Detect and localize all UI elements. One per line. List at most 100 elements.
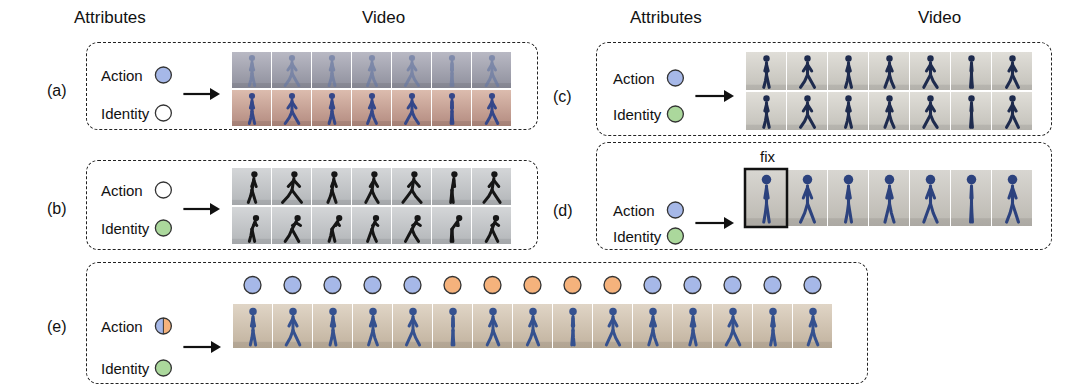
video-frame — [753, 304, 792, 348]
figure-limb — [249, 229, 252, 241]
figure-limb — [931, 188, 935, 198]
frame-floor — [992, 85, 1032, 90]
frame-floor — [787, 218, 827, 226]
frame-floor — [393, 342, 432, 348]
video-frame — [793, 304, 832, 348]
figure-head — [769, 308, 776, 315]
identity-circle — [667, 106, 683, 122]
frame-background — [273, 304, 312, 348]
figure-limb — [801, 115, 808, 128]
frame-background — [432, 52, 471, 88]
frame-background — [272, 207, 311, 244]
video-frame — [951, 170, 991, 226]
figure-limb — [285, 229, 292, 241]
mapping-arrow — [183, 208, 212, 210]
frame-background — [828, 52, 868, 90]
figure-limb — [690, 330, 693, 345]
figure-head — [803, 175, 813, 185]
figure-limb — [413, 330, 420, 345]
frame-floor — [392, 121, 431, 126]
video-frame — [553, 304, 592, 348]
figure-head — [451, 171, 457, 177]
figure-limb — [890, 188, 893, 198]
figure-limb — [726, 330, 733, 345]
figure-limb — [416, 223, 420, 225]
figure-limb — [292, 229, 299, 241]
frame-background — [593, 304, 632, 348]
figure-head — [249, 308, 256, 315]
frame-background — [312, 207, 351, 244]
figure-limb — [808, 204, 815, 222]
figure-limb — [450, 102, 454, 108]
video-frame — [312, 207, 351, 244]
frame-floor — [910, 85, 950, 90]
frame-floor — [828, 125, 868, 130]
frame-action-circle — [724, 277, 741, 294]
figure-limb — [969, 105, 973, 111]
annotation-label: fix — [760, 147, 775, 167]
figure-limb — [331, 318, 333, 326]
arrow-head — [210, 203, 220, 215]
figure-limb — [764, 115, 767, 128]
video-frame — [473, 304, 512, 348]
video-frame — [472, 168, 511, 205]
video-frame — [869, 170, 909, 226]
figure-limb — [372, 190, 378, 202]
figure-limb — [329, 229, 332, 241]
figure-limb — [808, 75, 815, 88]
video-frame — [992, 170, 1032, 226]
figure-limb — [251, 100, 254, 112]
figure-limb — [970, 103, 973, 115]
video-frame — [312, 90, 351, 126]
mapping-arrow — [183, 93, 212, 95]
figure-limb — [250, 330, 253, 345]
frame-floor — [272, 239, 311, 244]
video-frame — [746, 170, 786, 226]
attribute-name: Identity — [101, 105, 149, 123]
frame-background — [272, 52, 311, 88]
frame-background — [352, 52, 391, 88]
frame-background — [432, 168, 471, 205]
figure-limb — [450, 64, 454, 70]
arrow-head — [211, 341, 221, 353]
figure-limb — [847, 188, 849, 198]
figure-limb — [451, 64, 455, 70]
panel-letter: (c) — [553, 88, 572, 106]
figure-head — [804, 55, 810, 61]
figure-head — [371, 171, 377, 177]
figure-limb — [403, 190, 412, 202]
figure-head — [927, 55, 933, 61]
frame-background — [992, 92, 1032, 130]
video-frame — [232, 168, 271, 205]
mapping-arrow — [695, 95, 726, 97]
video-frame — [992, 52, 1032, 90]
frame-background — [472, 52, 511, 88]
frame-action-circle — [524, 277, 541, 294]
video-frame — [746, 52, 786, 90]
frame-floor — [232, 200, 271, 205]
video-frame — [828, 92, 868, 130]
panel-box: (d)ActionIdentity — [596, 142, 1052, 250]
figure-limb — [249, 74, 252, 86]
figure-limb — [452, 180, 456, 186]
video-frame — [472, 52, 511, 88]
figure-limb — [970, 204, 974, 222]
frame-background — [713, 304, 752, 348]
figure-limb — [813, 330, 818, 345]
figure-limb — [373, 318, 376, 326]
figure-limb — [847, 186, 850, 204]
figure-limb — [452, 316, 455, 330]
figure-limb — [412, 112, 419, 124]
figure-limb — [366, 190, 372, 202]
frame-background — [232, 90, 271, 126]
figure-limb — [288, 102, 292, 108]
figure-head — [289, 93, 295, 99]
figure-limb — [801, 204, 808, 222]
figure-limb — [969, 75, 973, 88]
frame-action-circles — [244, 277, 821, 294]
video-frame — [787, 92, 827, 130]
figure-head — [369, 93, 375, 99]
figure-head — [491, 171, 497, 177]
frame-background — [392, 90, 431, 126]
frame-background — [272, 168, 311, 205]
